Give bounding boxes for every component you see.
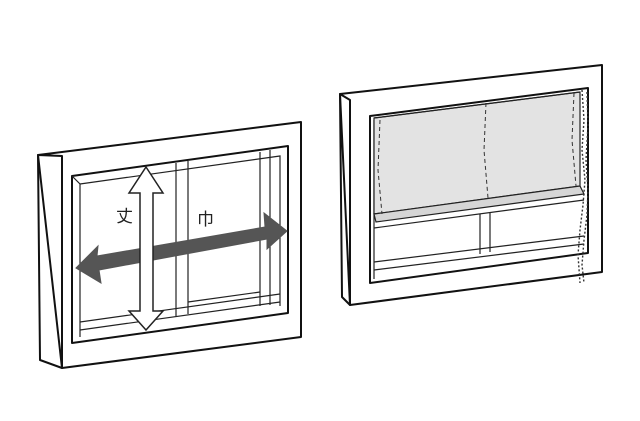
frame-front-left (37, 121, 302, 369)
roman-shade (373, 91, 585, 229)
window-opening-left (71, 145, 289, 344)
height-label: 丈 (116, 207, 133, 227)
height-arrow (127, 165, 165, 332)
window-frame-left (37, 121, 302, 369)
frame-side-right (339, 93, 351, 306)
bead-chain (577, 89, 589, 284)
width-label: 巾 (197, 210, 214, 230)
width-arrow (75, 211, 288, 284)
frame-side-left (37, 154, 63, 369)
frame-front-right (339, 64, 603, 306)
window-opening-right (369, 87, 589, 284)
